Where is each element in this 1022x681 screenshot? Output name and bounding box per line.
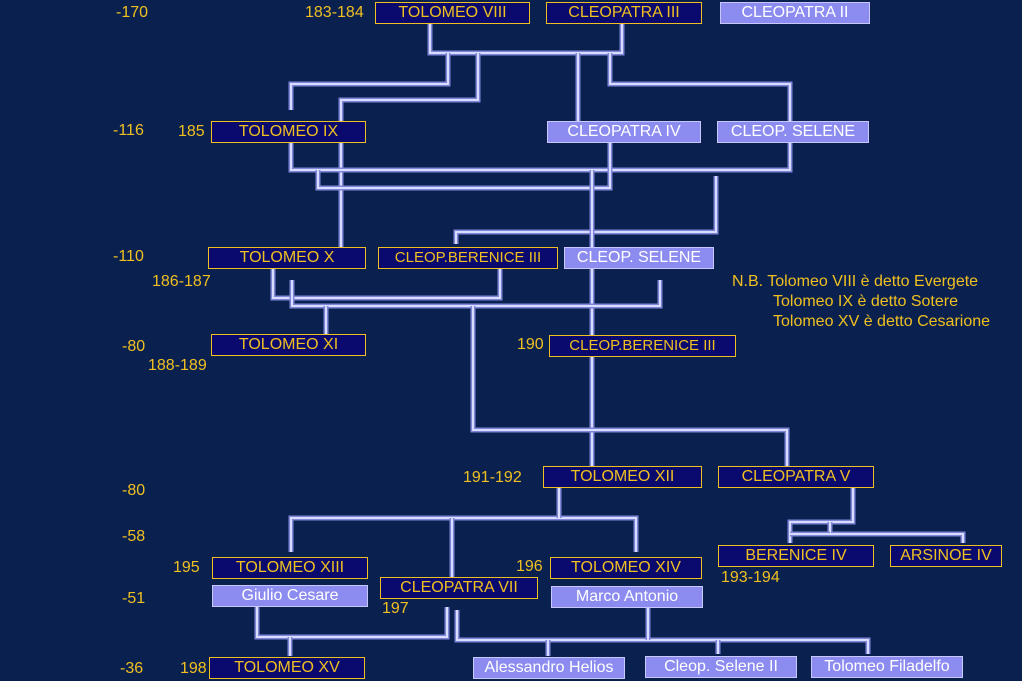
note-line-1: N.B. Tolomeo VIII è detto Evergete xyxy=(732,273,979,290)
person-tolomeo-viii: TOLOMEO VIII xyxy=(375,2,530,24)
number-label: 193-194 xyxy=(721,569,780,586)
year-label: -116 xyxy=(113,122,144,139)
year-label: -80 xyxy=(122,338,146,355)
person-cleop-berenice-iii: CLEOP.BERENICE III xyxy=(378,247,558,269)
connector-line-4 xyxy=(609,53,791,121)
number-label: 185 xyxy=(178,123,205,140)
connector-shadow-6 xyxy=(315,143,613,191)
number-label: 183-184 xyxy=(305,4,364,21)
person-tolomeo-x: TOLOMEO X xyxy=(208,247,366,269)
connector-line-6 xyxy=(317,143,611,189)
connector-line-5 xyxy=(290,143,791,171)
connector-line-21 xyxy=(456,610,869,654)
person-arsinoe-iv: ARSINOE IV xyxy=(890,545,1002,567)
person-tolomeo-xv: TOLOMEO XV xyxy=(209,657,365,679)
connector-line-7 xyxy=(455,176,717,244)
connector-line-1 xyxy=(290,53,449,110)
person-tolomeo-ix: TOLOMEO IX xyxy=(211,121,366,143)
year-label: -51 xyxy=(122,590,146,607)
connector-line-9 xyxy=(272,269,501,299)
connector-shadow-4 xyxy=(607,53,793,121)
connector-shadow-19 xyxy=(254,607,450,640)
connector-line-2 xyxy=(340,53,479,247)
number-label: 196 xyxy=(516,558,543,575)
number-label: 191-192 xyxy=(463,469,522,486)
number-label: 195 xyxy=(173,559,200,576)
number-label: 190 xyxy=(517,336,544,353)
connector-shadow-21 xyxy=(454,610,871,654)
person-cleop-selene-ii: Cleop. Selene II xyxy=(645,656,797,678)
person-cleop-selene-2: CLEOP. SELENE xyxy=(564,247,714,269)
note-line-2: Tolomeo IX è detto Sotere xyxy=(773,293,958,310)
person-cleopatra-iii: CLEOPATRA III xyxy=(546,2,702,24)
person-cleopatra-vii: CLEOPATRA VII xyxy=(380,577,538,599)
connector-shadow-5 xyxy=(288,143,793,173)
person-marco-antonio: Marco Antonio xyxy=(551,586,703,608)
person-cleop-berenice-iii-b: CLEOP.BERENICE III xyxy=(549,335,736,357)
number-label: 186-187 xyxy=(152,273,211,290)
connector-line-17 xyxy=(829,522,964,543)
person-cleopatra-ii: CLEOPATRA II xyxy=(720,2,870,24)
person-tolomeo-filadelfo: Tolomeo Filadelfo xyxy=(811,656,963,678)
person-tolomeo-xiii: TOLOMEO XIII xyxy=(212,557,368,579)
person-cleop-selene: CLEOP. SELENE xyxy=(717,121,869,143)
note-line-3: Tolomeo XV è detto Cesarione xyxy=(773,313,991,330)
year-label: -110 xyxy=(113,248,144,265)
connector-shadow-17 xyxy=(827,522,966,543)
connector-line-0 xyxy=(429,24,623,54)
person-cleopatra-v: CLEOPATRA V xyxy=(718,466,874,488)
number-label: 188-189 xyxy=(148,357,207,374)
connector-shadow-0 xyxy=(427,24,625,56)
person-cleopatra-iv: CLEOPATRA IV xyxy=(547,121,701,143)
connector-shadow-13 xyxy=(288,515,639,552)
number-label: 197 xyxy=(382,600,409,617)
connector-line-10 xyxy=(291,280,661,307)
connector-shadow-10 xyxy=(289,280,663,309)
connector-line-19 xyxy=(256,607,448,638)
connector-line-12 xyxy=(472,306,788,466)
person-giulio-cesare: Giulio Cesare xyxy=(212,585,368,607)
person-alessandro-helios: Alessandro Helios xyxy=(473,657,625,679)
year-label: -170 xyxy=(116,4,149,21)
person-tolomeo-xiv: TOLOMEO XIV xyxy=(550,557,702,579)
year-label: -58 xyxy=(122,528,146,545)
connector-shadow-9 xyxy=(270,269,503,301)
connector-line-13 xyxy=(290,517,637,552)
connector-shadow-12 xyxy=(470,306,790,466)
person-tolomeo-xii: TOLOMEO XII xyxy=(543,466,702,488)
person-tolomeo-xi: TOLOMEO XI xyxy=(211,334,366,356)
year-label: -80 xyxy=(122,482,146,499)
year-label: -36 xyxy=(120,660,144,677)
number-label: 198 xyxy=(180,660,207,677)
person-berenice-iv: BERENICE IV xyxy=(718,545,874,567)
